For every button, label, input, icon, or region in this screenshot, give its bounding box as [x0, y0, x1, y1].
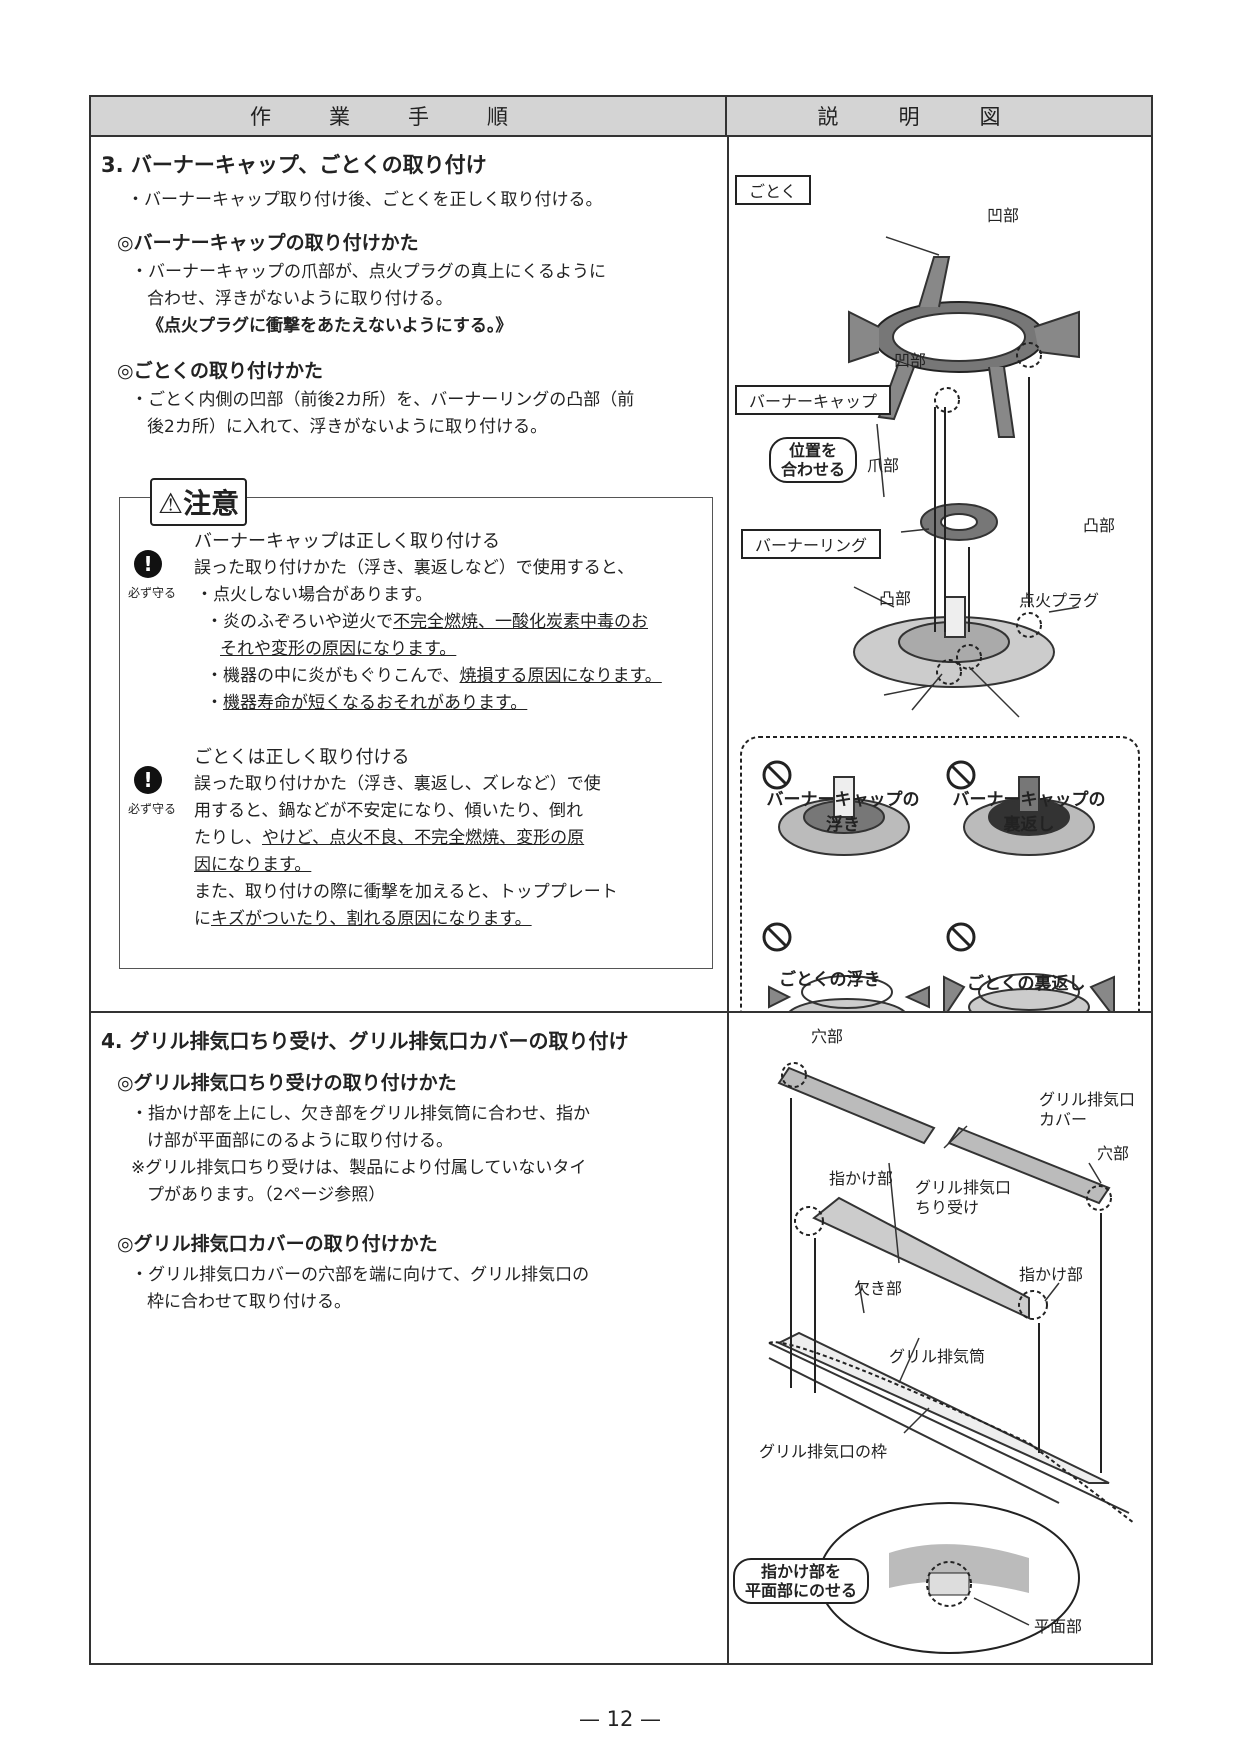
page-number: — 12 — [578, 1707, 662, 1731]
label-ana-2: 穴部 [1097, 1144, 1130, 1163]
cap-line-2: 合わせ、浮きがないように取り付ける。 [147, 289, 453, 309]
exclamation-icon: ! [134, 550, 162, 578]
yubi-note: 指かけ部を平面部にのせる [733, 1558, 870, 1604]
caution-cap-block: バーナーキャップは正しく取り付ける 誤った取り付けかた（浮き、裏返しなど）で使用… [194, 528, 704, 717]
caution-cap-b3: ・機器の中に炎がもぐりこんで、焼損する原因になります。 [206, 666, 662, 686]
caution-gotoku-l5: また、取り付けの際に衝撃を加えると、トッププレート [194, 882, 618, 902]
cover-heading: ◎グリル排気口カバーの取り付けかた [117, 1233, 438, 1255]
chiri-note-2: プがあります。（2ページ参照） [147, 1185, 386, 1205]
caution-gotoku-l1: 誤った取り付けかた（浮き、裏返し、ズレなど）で使 [194, 774, 601, 794]
section-4-title: 4. グリル排気口ちり受け、グリル排気口カバーの取り付け [101, 1029, 629, 1053]
caution-cap-b4: ・機器寿命が短くなるおそれがあります。 [206, 693, 528, 713]
label-heimen: 平面部 [1034, 1617, 1083, 1636]
label-ana-1: 穴部 [811, 1027, 844, 1046]
figure-grill: 穴部 グリル排気口カバー 穴部 指かけ部 グリル排気口ちり受け 指かけ部 欠き部… [729, 1013, 1151, 1663]
row-divider [91, 1011, 1151, 1013]
label-burner-cap: バーナーキャップ [735, 385, 892, 415]
align-note: 位置を合わせる [769, 437, 858, 483]
burner-drawing [740, 236, 1140, 1011]
cap-warning: 《点火プラグに衝撃をあたえないようにする。》 [147, 316, 513, 336]
chiri-heading: ◎グリル排気口ちり受けの取り付けかた [117, 1072, 457, 1094]
section-3-title: 3. バーナーキャップ、ごとくの取り付け [101, 153, 487, 177]
section-4: 4. グリル排気口ちり受け、グリル排気口カバーの取り付け ◎グリル排気口ちり受け… [101, 1025, 721, 1316]
caution-tag: ⚠注意 [150, 478, 248, 526]
caution-gotoku-block: ごとくは正しく取り付ける 誤った取り付けかた（浮き、裏返し、ズレなど）で使 用す… [194, 744, 714, 933]
gotoku-line-1: ・ごとく内側の凹部（前後2カ所）を、バーナーリングの凸部（前 [131, 390, 635, 410]
cap-heading: ◎バーナーキャップの取り付けかた [117, 232, 419, 254]
caution-box: ⚠注意 ! 必ず守る バーナーキャップは正しく取り付ける 誤った取り付けかた（浮… [119, 478, 714, 969]
caution-gotoku-l2: 用すると、鍋などが不安定になり、傾いたり、倒れ [194, 801, 583, 821]
label-yubi-2: 指かけ部 [1019, 1265, 1084, 1284]
label-yubi-1: 指かけ部 [829, 1169, 894, 1188]
caution-cap-title: バーナーキャップは正しく取り付ける [194, 531, 500, 552]
caution-cap-b2-cont: それや変形の原因になります。 [220, 639, 457, 659]
label-kobu-1: 凹部 [987, 206, 1020, 225]
label-waku: グリル排気口の枠 [759, 1442, 888, 1461]
must-label: 必ず守る [128, 802, 177, 816]
label-totsu-2: 凸部 [879, 589, 912, 608]
caution-gotoku-title: ごとくは正しく取り付ける [194, 747, 410, 768]
caution-cap-b1: ・点火しない場合があります。 [196, 585, 433, 605]
caution-cap-lead: 誤った取り付けかた（浮き、裏返しなど）で使用すると、 [194, 558, 635, 578]
label-gotoku: ごとく [735, 175, 811, 205]
chiri-line-2: け部が平面部にのるように取り付ける。 [147, 1131, 453, 1151]
cover-line-2: 枠に合わせて取り付ける。 [147, 1292, 351, 1312]
must-label: 必ず守る [128, 586, 177, 600]
label-tsutsu: グリル排気筒 [889, 1347, 986, 1366]
cover-line-1: ・グリル排気口カバーの穴部を端に向けて、グリル排気口の [131, 1265, 590, 1285]
instruction-sheet: 作業手順 説明図 3. バーナーキャップ、ごとくの取り付け ・バーナーキャップ取… [89, 95, 1153, 1665]
gotoku-heading: ◎ごとくの取り付けかた [117, 360, 324, 382]
label-totsu-1: 凸部 [1083, 516, 1116, 535]
caution-cap-b2: ・炎のふぞろいや逆火で不完全燃焼、一酸化炭素中毒のお [206, 612, 648, 632]
label-kobu-2: 凹部 [894, 351, 927, 370]
label-plug: 点火プラグ [1019, 591, 1100, 610]
chiri-line-1: ・指かけ部を上にし、欠き部をグリル排気筒に合わせ、指か [131, 1104, 590, 1124]
exclamation-icon: ! [134, 766, 162, 794]
label-tsume: 爪部 [867, 456, 900, 475]
figure-burner: ごとく 凹部 凹部 バーナーキャップ 位置を合わせる 爪部 凸部 バーナーリング… [729, 137, 1151, 1011]
ng-gotoku-flip: ごとくの裏返し [967, 974, 1086, 994]
ng-cap-float: バーナーキャップの浮き [766, 790, 920, 835]
column-divider [727, 137, 729, 1663]
gotoku-line-2: 後2カ所）に入れて、浮きがないように取り付ける。 [147, 417, 548, 437]
label-kaki: 欠き部 [854, 1279, 903, 1298]
header-procedure: 作業手順 [91, 97, 727, 137]
cap-line-1: ・バーナーキャップの爪部が、点火プラグの真上にくるように [131, 262, 606, 282]
chiri-note-1: ※グリル排気口ちり受けは、製品により付属していないタイ [131, 1158, 587, 1178]
ng-cap-flip: バーナーキャップの裏返し [952, 790, 1106, 835]
ng-gotoku-float: ごとくの浮き [779, 970, 881, 990]
section-3-intro: ・バーナーキャップ取り付け後、ごとくを正しく取り付ける。 [127, 190, 603, 210]
caution-gotoku-l4: 因になります。 [194, 855, 312, 875]
label-burner-ring: バーナーリング [741, 529, 882, 559]
section-3: 3. バーナーキャップ、ごとくの取り付け ・バーナーキャップ取り付け後、ごとくを… [101, 149, 721, 441]
grill-drawing [768, 1062, 1135, 1654]
caution-gotoku-l3: たりし、やけど、点火不良、不完全燃焼、変形の原 [194, 828, 585, 848]
caution-gotoku-l6: にキズがついたり、割れる原因になります。 [194, 909, 532, 929]
header-illustration: 説明図 [727, 97, 1151, 137]
label-cover: グリル排気口カバー [1039, 1090, 1136, 1129]
label-chiri: グリル排気口ちり受け [915, 1178, 1012, 1217]
